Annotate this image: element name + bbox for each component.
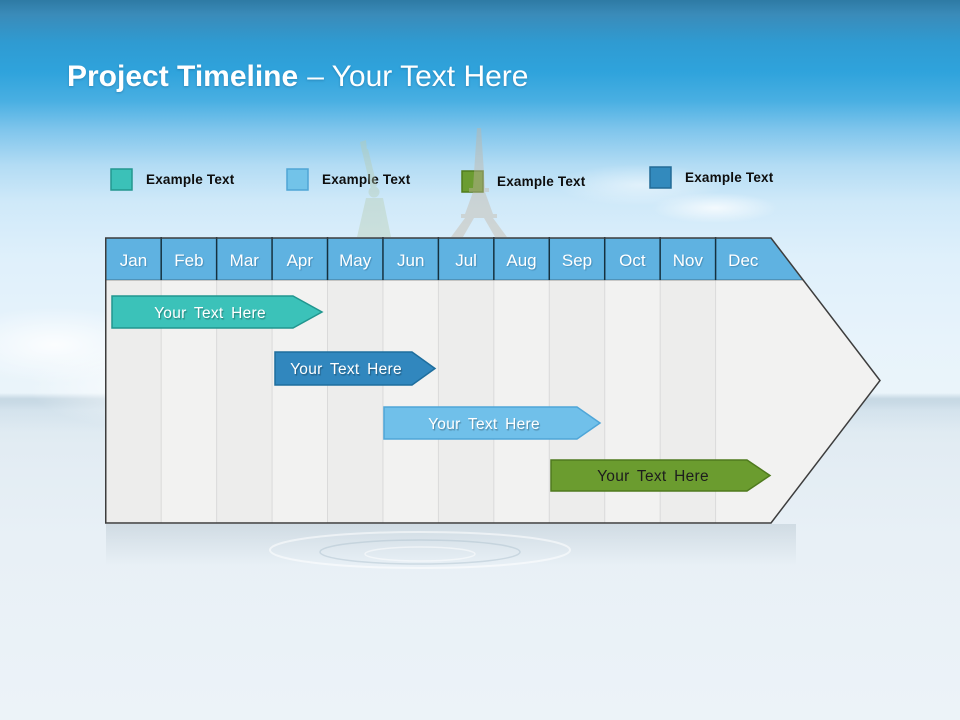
legend-item-4[interactable]: Example Text xyxy=(649,166,773,189)
legend-label: Example Text xyxy=(685,170,774,185)
legend-swatch-teal-icon xyxy=(110,168,133,191)
legend-label: Example Text xyxy=(322,172,411,187)
legend-item-3[interactable]: Example Text xyxy=(461,170,585,193)
task-bar-2-label: Your Text Here xyxy=(290,361,402,378)
month-labels: Jan Feb Mar Apr May Jun Jul Aug Sep Oct … xyxy=(120,251,759,270)
month-label: Nov xyxy=(673,251,704,270)
month-header-band xyxy=(105,238,804,280)
month-label: Mar xyxy=(230,251,260,270)
task-bar-4-label: Your Text Here xyxy=(597,468,709,485)
task-bar-4[interactable] xyxy=(550,459,772,492)
column-stripes xyxy=(105,280,716,523)
legend-item-1[interactable]: Example Text xyxy=(110,168,234,191)
month-label: Jun xyxy=(397,251,424,270)
eiffel-tower-silhouette xyxy=(451,128,507,237)
title-secondary-text: – Your Text Here xyxy=(307,60,529,93)
month-label: Sep xyxy=(562,251,592,270)
legend-swatch-lightblue-icon xyxy=(286,168,309,191)
task-bar-3[interactable] xyxy=(383,406,602,440)
month-label: Apr xyxy=(287,251,314,270)
month-label: Aug xyxy=(506,251,536,270)
table-reflection xyxy=(106,524,796,566)
month-label: Jan xyxy=(120,251,147,270)
month-label: Feb xyxy=(174,251,203,270)
task-bar-3-label: Your Text Here xyxy=(428,416,540,433)
header-separators xyxy=(160,237,717,280)
page-title: Project Timeline– Your Text Here xyxy=(67,60,528,94)
statue-of-liberty-silhouette xyxy=(357,140,391,237)
task-bar-1-label: Your Text Here xyxy=(154,305,266,322)
legend-swatch-blue-icon xyxy=(649,166,672,189)
legend-label: Example Text xyxy=(497,174,586,189)
month-label: Dec xyxy=(728,251,759,270)
title-bold-text: Project Timeline xyxy=(67,60,299,93)
task-bar-1[interactable] xyxy=(111,295,324,329)
month-label: Jul xyxy=(455,251,477,270)
timeline-arrow-outline xyxy=(105,237,881,524)
month-label: Oct xyxy=(619,251,646,270)
task-bar-2[interactable] xyxy=(274,351,437,386)
legend-swatch-green-icon xyxy=(461,170,484,193)
water-ripples xyxy=(269,531,571,569)
column-gridlines xyxy=(160,280,717,523)
legend-label: Example Text xyxy=(146,172,235,187)
legend-item-2[interactable]: Example Text xyxy=(286,168,410,191)
month-label: May xyxy=(339,251,372,270)
